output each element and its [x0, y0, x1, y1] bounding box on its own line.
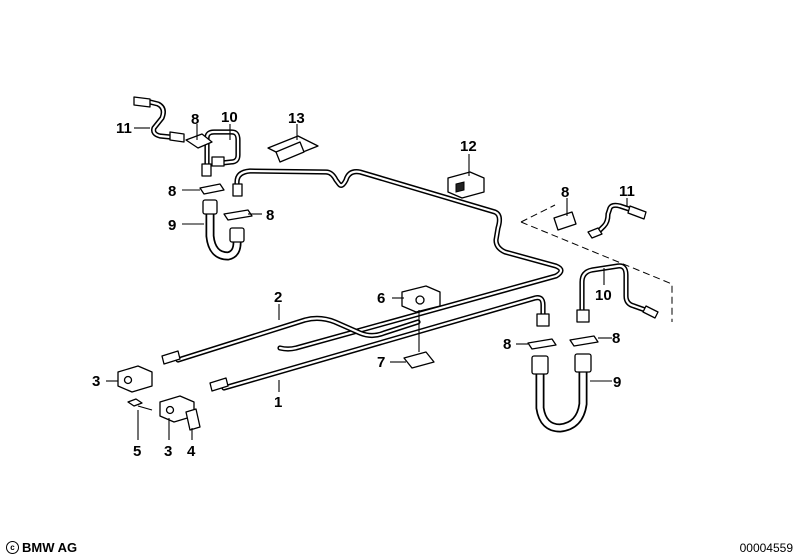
clips-8: [185, 133, 599, 350]
brand-copyright: c BMW AG: [6, 540, 77, 555]
callout-8-top-left: 8: [191, 111, 199, 128]
callout-6: 6: [377, 290, 385, 307]
callout-12: 12: [460, 138, 477, 155]
callout-8-mid-left: 8: [168, 183, 176, 200]
callout-13: 13: [288, 110, 305, 127]
brake-pipe-2: [175, 315, 421, 363]
callout-2: 2: [274, 289, 282, 306]
distributor-12: [447, 171, 485, 199]
callout-11-left: 11: [116, 120, 132, 137]
holder-6: [401, 285, 441, 313]
brake-hose-9-right: [531, 353, 592, 433]
brake-pipe-10-left: [204, 129, 241, 175]
callout-10-right: 10: [595, 287, 612, 304]
clip-7: [403, 351, 435, 369]
brake-hose-9-left: [202, 199, 245, 261]
callout-1: 1: [274, 394, 282, 411]
brake-pipe-11-right: [595, 202, 635, 235]
callout-8-lower-right: 8: [612, 330, 620, 347]
callout-11-right: 11: [619, 183, 635, 200]
leader-lines: [106, 124, 628, 440]
callout-3-lower: 3: [164, 443, 172, 460]
clip-4: [185, 408, 201, 431]
callout-8-mid-right: 8: [266, 207, 274, 224]
fittings: [133, 96, 659, 392]
callout-8-lower-left: 8: [503, 336, 511, 353]
callout-10-left: 10: [221, 109, 238, 126]
brake-pipe-11-left: [147, 99, 173, 140]
callout-4: 4: [187, 443, 196, 460]
callout-3-upper: 3: [92, 373, 100, 390]
callout-labels: 1 2 3 3 4 5 6 7 8 8 8 8 8 8 9 9 10 10 11…: [92, 109, 635, 460]
callout-8-top-right: 8: [561, 184, 569, 201]
bolt-5: [127, 398, 153, 411]
brake-pipe-1: [221, 295, 546, 391]
brand-name: BMW AG: [22, 540, 78, 555]
callout-7: 7: [377, 354, 385, 371]
copyright-icon: c: [6, 541, 19, 554]
reference-frame: [520, 204, 673, 322]
bracket-13: [267, 135, 319, 163]
main-brake-pipe: [234, 168, 564, 352]
callout-9-left: 9: [168, 217, 176, 234]
callout-5: 5: [133, 443, 141, 460]
document-number: 00004559: [739, 541, 793, 555]
brake-pipe-10-right: [579, 263, 651, 321]
callout-9-right: 9: [613, 374, 621, 391]
connector-3-upper: [117, 365, 153, 393]
